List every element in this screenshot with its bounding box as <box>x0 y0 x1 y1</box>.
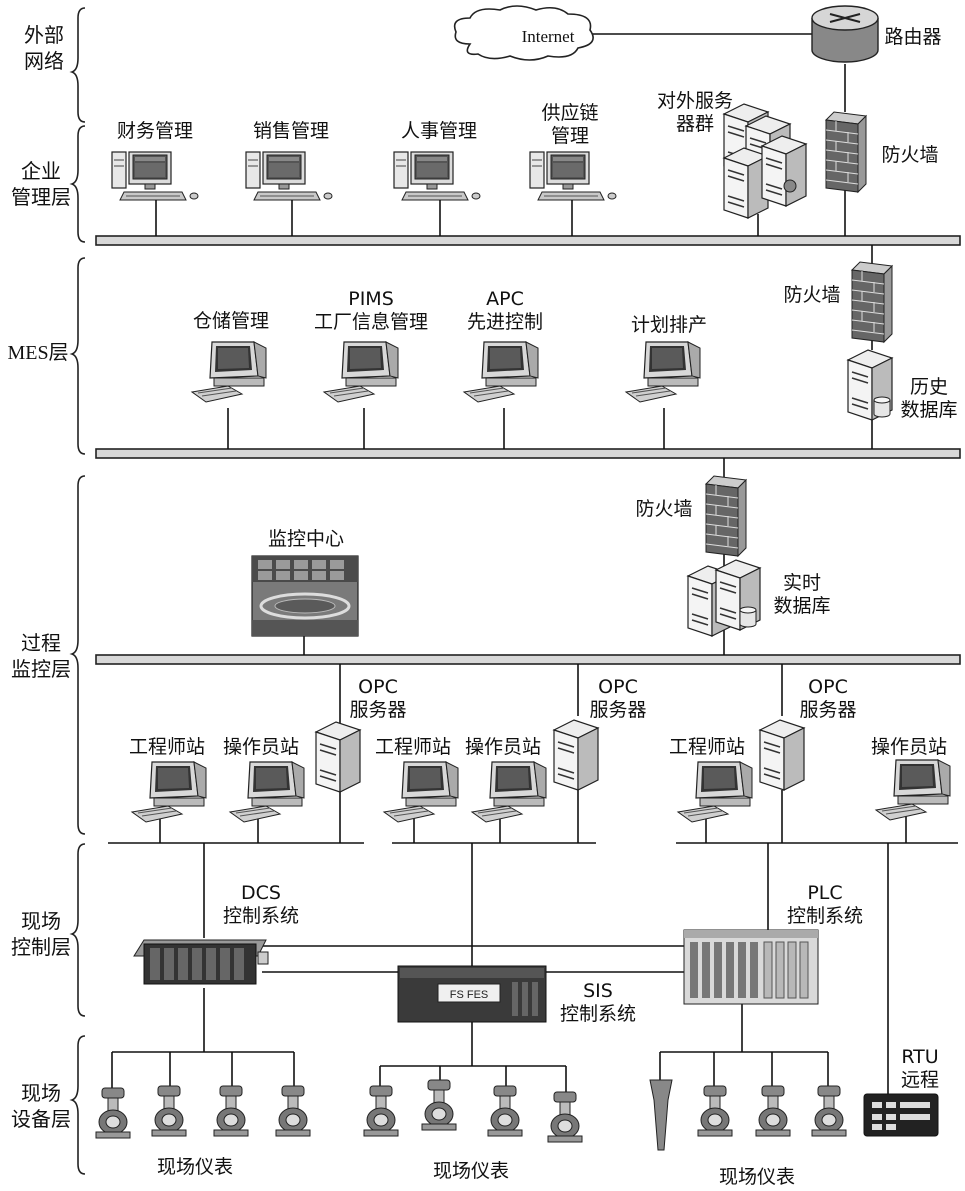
control-room-image <box>251 555 359 637</box>
instrument-icon <box>213 1085 249 1137</box>
engineer-station-3-icon[interactable] <box>677 761 753 823</box>
engineer-station-3-label: 工程师站 <box>668 736 745 758</box>
instrument-label-3: 现场仪表 <box>718 1166 795 1188</box>
instrument-icon <box>421 1079 457 1131</box>
finance-pc-icon[interactable] <box>111 151 199 201</box>
instrument-icon <box>363 1085 399 1137</box>
connection-lines <box>108 33 958 1094</box>
hr-pc-icon[interactable] <box>393 151 481 201</box>
internet-label: Internet <box>522 27 575 46</box>
external-servers-label: 对外服务 器群 <box>656 90 733 135</box>
pims-terminal-icon[interactable] <box>323 341 399 403</box>
layer-braces <box>69 7 86 1175</box>
supply-chain-label: 供应链 管理 <box>541 102 599 147</box>
layer-label-field-device: 现场 设备层 <box>11 1081 71 1131</box>
firewall-icon-enterprise <box>825 111 867 193</box>
firewall-label-enterprise: 防火墙 <box>881 144 939 166</box>
storage-label: 仓储管理 <box>192 310 269 332</box>
operator-station-1-icon[interactable] <box>229 761 305 823</box>
dcs-rack-icon <box>133 939 269 985</box>
history-database-icon <box>847 349 893 421</box>
operator-station-2-icon[interactable] <box>471 761 547 823</box>
layer-label-external: 外部 网络 <box>24 23 64 73</box>
instrument-group-1 <box>95 1085 311 1139</box>
pims-label: PIMS 工厂信息管理 <box>313 288 428 333</box>
realtime-db-label: 实时 数据库 <box>773 572 831 617</box>
engineer-station-1-icon[interactable] <box>131 761 207 823</box>
instrument-icon <box>649 1079 673 1151</box>
instrument-icon <box>755 1085 791 1137</box>
firewall-label-process: 防火墙 <box>635 498 693 520</box>
opc-server-2-label: OPC 服务器 <box>589 676 647 721</box>
instrument-label-2: 现场仪表 <box>432 1160 509 1182</box>
plc-rack-icon <box>683 929 819 1005</box>
opc-server-3-icon <box>759 719 805 791</box>
opc-server-1-label: OPC 服务器 <box>349 676 407 721</box>
hr-label: 人事管理 <box>400 120 477 142</box>
opc-server-2-icon <box>553 719 599 791</box>
layer-label-mes: MES层 <box>7 342 69 364</box>
storage-terminal-icon[interactable] <box>191 341 267 403</box>
firewall-icon-mes <box>851 261 893 343</box>
layer-label-enterprise: 企业 管理层 <box>11 159 71 209</box>
router-icon <box>811 5 879 63</box>
operator-station-3-icon[interactable] <box>875 759 951 821</box>
instrument-icon <box>95 1087 131 1139</box>
history-db-label: 历史 数据库 <box>900 376 958 421</box>
layer-label-process: 过程 监控层 <box>11 631 71 681</box>
sales-pc-icon[interactable] <box>245 151 333 201</box>
rtu-icon <box>863 1093 939 1137</box>
cloud-icon <box>453 5 594 61</box>
instrument-icon <box>547 1091 583 1143</box>
monitor-center-label: 监控中心 <box>267 528 344 550</box>
engineer-station-2-label: 工程师站 <box>374 736 451 758</box>
instrument-group-3 <box>649 1079 847 1151</box>
engineer-station-2-icon[interactable] <box>383 761 459 823</box>
operator-station-1-label: 操作员站 <box>222 736 299 758</box>
sis-cabinet-icon <box>397 965 547 1023</box>
sis-panel-label: FS FES <box>450 989 489 1001</box>
operator-station-3-label: 操作员站 <box>870 736 947 758</box>
firewall-label-mes: 防火墙 <box>783 284 841 306</box>
dcs-label: DCS 控制系统 <box>222 882 299 927</box>
rtu-label: RTU 远程 <box>900 1046 939 1091</box>
apc-label: APC 先进控制 <box>466 288 543 333</box>
scheduling-terminal-icon[interactable] <box>625 341 701 403</box>
instrument-group-2 <box>363 1079 583 1143</box>
instrument-label-1: 现场仪表 <box>156 1156 233 1178</box>
supply-chain-pc-icon[interactable] <box>529 151 617 201</box>
finance-label: 财务管理 <box>116 120 193 142</box>
instrument-icon <box>487 1085 523 1137</box>
apc-terminal-icon[interactable] <box>463 341 539 403</box>
engineer-station-1-label: 工程师站 <box>128 736 205 758</box>
instrument-icon <box>151 1085 187 1137</box>
sales-label: 销售管理 <box>252 120 329 142</box>
layer-label-field-control: 现场 控制层 <box>11 909 71 959</box>
opc-server-1-icon <box>315 721 361 793</box>
plc-label: PLC 控制系统 <box>786 882 863 927</box>
operator-station-2-label: 操作员站 <box>464 736 541 758</box>
sis-label: SIS 控制系统 <box>559 980 636 1025</box>
instrument-icon <box>697 1085 733 1137</box>
bus-bars <box>95 235 961 665</box>
router-label: 路由器 <box>884 26 942 48</box>
server-cluster-icon <box>723 103 807 219</box>
opc-server-3-label: OPC 服务器 <box>799 676 857 721</box>
instrument-icon <box>275 1085 311 1137</box>
scheduling-label: 计划排产 <box>630 314 707 336</box>
realtime-database-icon <box>687 559 761 637</box>
firewall-icon-process <box>705 475 747 557</box>
instrument-icon <box>811 1085 847 1137</box>
